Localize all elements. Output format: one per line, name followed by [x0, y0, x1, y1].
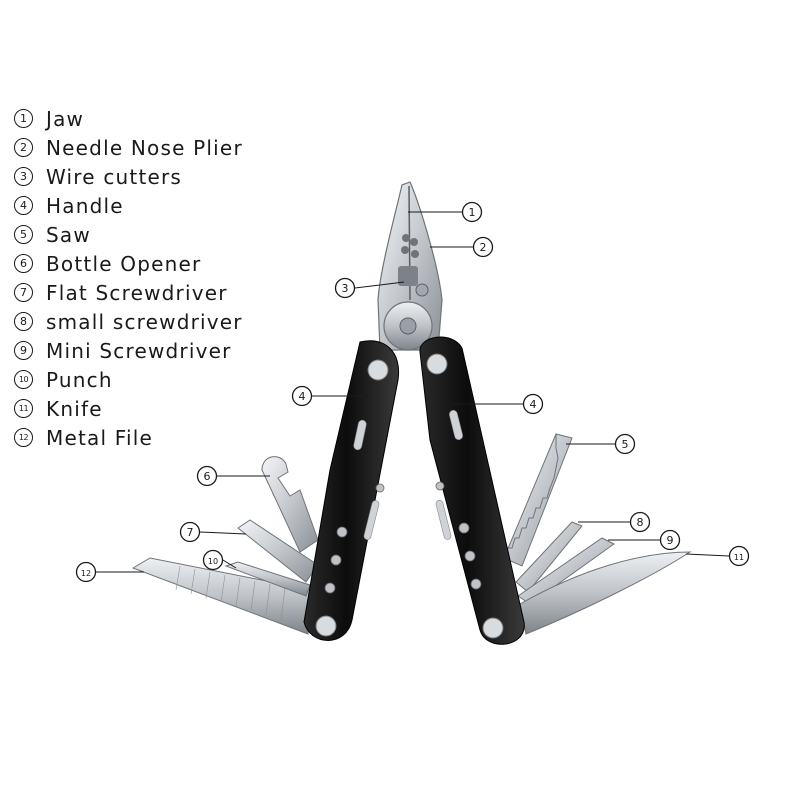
parts-legend: 1 Jaw 2 Needle Nose Plier 3 Wire cutters 4 Hand… — [14, 104, 243, 452]
callout-circle — [659, 529, 681, 551]
callout-number: 5 — [622, 438, 629, 451]
legend-label: Wire cutters — [46, 164, 183, 189]
plier-grip-teeth — [401, 234, 419, 258]
callout-circle — [461, 201, 483, 223]
legend-label: Metal File — [46, 425, 154, 450]
callout-number: 12 — [81, 569, 91, 578]
legend-number: 5 — [14, 225, 33, 244]
metal-file — [131, 557, 313, 635]
callout-number: 9 — [667, 534, 674, 547]
legend-item: 1 Jaw — [14, 104, 243, 133]
legend-label: Needle Nose Plier — [46, 135, 243, 160]
callout-circle — [196, 465, 218, 487]
legend-item: 10 Punch — [14, 365, 243, 394]
legend-item: 6 Bottle Opener — [14, 249, 243, 278]
legend-number: 6 — [14, 254, 33, 273]
callout-circle — [202, 549, 224, 571]
legend-number: 2 — [14, 138, 33, 157]
leader-line — [199, 531, 247, 535]
legend-item: 11 Knife — [14, 394, 243, 423]
handle-screws — [315, 353, 504, 639]
wire-cutter-notch — [398, 266, 418, 286]
legend-item: 3 Wire cutters — [14, 162, 243, 191]
legend-item: 8 small screwdriver — [14, 307, 243, 336]
legend-number: 1 — [14, 109, 33, 128]
leader-line — [222, 559, 237, 569]
leader-line — [354, 281, 405, 289]
knife-blade — [519, 551, 692, 635]
callout-number: 2 — [480, 241, 487, 254]
callout-circle — [75, 561, 97, 583]
file-texture — [175, 565, 286, 621]
legend-item: 5 Saw — [14, 220, 243, 249]
legend-label: Handle — [46, 193, 124, 218]
saw-teeth — [503, 434, 559, 559]
legend-label: small screwdriver — [46, 309, 243, 334]
callout-number: 10 — [208, 557, 218, 566]
callout-number: 6 — [204, 470, 211, 483]
callout-circle — [291, 385, 313, 407]
legend-item: 9 Mini Screwdriver — [14, 336, 243, 365]
callout-number: 4 — [530, 398, 537, 411]
callout-circle — [472, 236, 494, 258]
legend-item: 12 Metal File — [14, 423, 243, 452]
callout-circle — [179, 521, 201, 543]
callout-number: 7 — [187, 526, 194, 539]
legend-number: 9 — [14, 341, 33, 360]
legend-label: Knife — [46, 396, 103, 421]
handle-rivets — [324, 481, 482, 594]
legend-label: Mini Screwdriver — [46, 338, 232, 363]
legend-label: Saw — [46, 222, 91, 247]
legend-label: Jaw — [46, 106, 85, 131]
callout-circle — [614, 433, 636, 455]
callout-circle — [522, 393, 544, 415]
callout-circle — [334, 277, 356, 299]
handle-slots — [353, 410, 463, 540]
legend-number: 7 — [14, 283, 33, 302]
callout-number: 4 — [299, 390, 306, 403]
callout-circle — [629, 511, 651, 533]
callout-circle — [728, 545, 750, 567]
legend-number: 12 — [14, 428, 33, 447]
legend-number: 3 — [14, 167, 33, 186]
legend-item: 2 Needle Nose Plier — [14, 133, 243, 162]
pivot-center — [399, 317, 417, 335]
legend-number: 8 — [14, 312, 33, 331]
left-handle — [303, 340, 400, 641]
legend-number: 4 — [14, 196, 33, 215]
small-screwdriver — [515, 521, 583, 593]
legend-item: 4 Handle — [14, 191, 243, 220]
callout-number: 1 — [469, 206, 476, 219]
legend-label: Punch — [46, 367, 113, 392]
legend-label: Bottle Opener — [46, 251, 202, 276]
right-handle — [419, 336, 525, 645]
legend-number: 10 — [14, 370, 33, 389]
legend-item: 7 Flat Screwdriver — [14, 278, 243, 307]
callout-number: 3 — [342, 282, 349, 295]
pivot-pin — [415, 283, 429, 297]
legend-label: Flat Screwdriver — [46, 280, 228, 305]
callout-number: 11 — [734, 553, 744, 562]
legend-number: 11 — [14, 399, 33, 418]
leader-line — [685, 553, 730, 557]
callout-number: 8 — [637, 516, 644, 529]
